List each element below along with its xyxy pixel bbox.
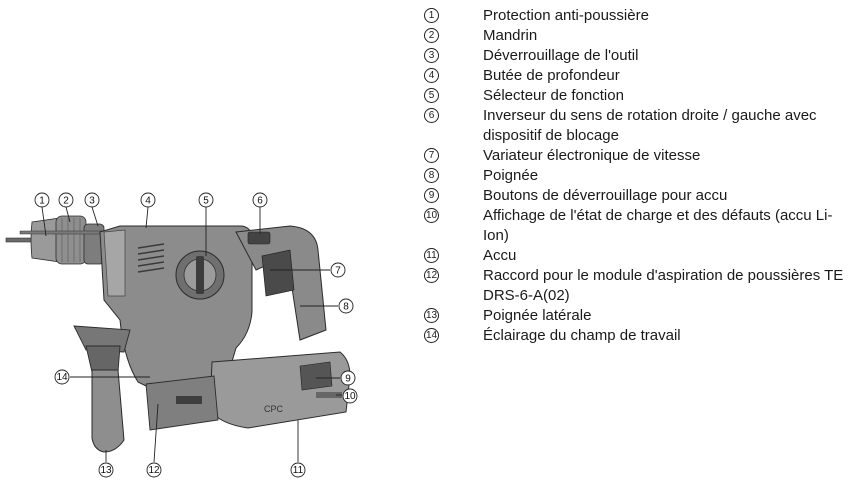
legend-label-13: Poignée latérale	[483, 307, 592, 324]
legend-number-2: 2	[424, 28, 439, 43]
legend-item: 10 Affichage de l'état de charge et des …	[424, 206, 854, 246]
legend-label-5: Sélecteur de fonction	[483, 87, 624, 104]
legend-item: 11 Accu	[424, 246, 854, 266]
callout-5: 5	[203, 196, 209, 207]
legend-number-10: 10	[424, 208, 439, 223]
legend-item: 7 Variateur électronique de vitesse	[424, 146, 854, 166]
legend-number-7: 7	[424, 148, 439, 163]
side-handle	[73, 325, 131, 453]
callout-10: 10	[344, 391, 356, 402]
callout-14: 14	[56, 372, 68, 383]
rotary-hammer-illustration: CPC 1 2 3 4 5 6	[5, 192, 358, 478]
legend-label-14: Éclairage du champ de travail	[483, 327, 681, 344]
callout-8: 8	[343, 302, 349, 313]
callout-3: 3	[89, 196, 95, 207]
legend-item: 12 Raccord pour le module d'aspiration d…	[424, 266, 854, 306]
legend-label-4: Butée de profondeur	[483, 67, 620, 84]
legend-label-7: Variateur électronique de vitesse	[483, 147, 701, 164]
legend-number-12: 12	[424, 268, 439, 283]
legend-label-3: Déverrouillage de l'outil	[483, 47, 639, 64]
legend-number-9: 9	[424, 188, 439, 203]
callout-4: 4	[145, 196, 151, 207]
legend-number-4: 4	[424, 68, 439, 83]
legend-label-12: Raccord pour le module d'aspiration de p…	[483, 267, 844, 304]
legend-number-5: 5	[424, 88, 439, 103]
callout-13: 13	[100, 465, 112, 476]
legend-number-3: 3	[424, 48, 439, 63]
legend-item: 14 Éclairage du champ de travail	[424, 326, 854, 346]
chuck	[30, 215, 105, 265]
legend-item: 3 Déverrouillage de l'outil	[424, 46, 854, 66]
legend-number-11: 11	[424, 248, 439, 263]
legend-item: 4 Butée de profondeur	[424, 66, 854, 86]
legend-item: 2 Mandrin	[424, 26, 854, 46]
legend-number-1: 1	[424, 8, 439, 23]
legend-label-1: Protection anti-poussière	[483, 7, 649, 24]
legend-item: 13 Poignée latérale	[424, 306, 854, 326]
legend-item: 9 Boutons de déverrouillage pour accu	[424, 186, 854, 206]
callout-1: 1	[39, 196, 45, 207]
legend-item: 6 Inverseur du sens de rotation droite /…	[424, 106, 854, 146]
callout-6: 6	[257, 196, 263, 207]
legend-label-8: Poignée	[483, 167, 539, 184]
legend-number-6: 6	[424, 108, 439, 123]
legend-item: 5 Sélecteur de fonction	[424, 86, 854, 106]
battery-brand-text: CPC	[264, 404, 284, 414]
handle	[235, 225, 327, 341]
legend-number-14: 14	[424, 328, 439, 343]
callout-12: 12	[148, 465, 160, 476]
motor-housing	[99, 225, 253, 393]
legend-list: 1 Protection anti-poussière 2 Mandrin 3 …	[424, 6, 854, 346]
legend-item: 8 Poignée	[424, 166, 854, 186]
legend-number-13: 13	[424, 308, 439, 323]
legend-number-8: 8	[424, 168, 439, 183]
callout-2: 2	[63, 196, 69, 207]
callout-9: 9	[345, 374, 351, 385]
legend-item: 1 Protection anti-poussière	[424, 6, 854, 26]
legend-label-11: Accu	[483, 247, 517, 264]
legend-label-2: Mandrin	[483, 27, 538, 44]
battery: CPC	[209, 351, 351, 429]
legend-label-10: Affichage de l'état de charge et des déf…	[483, 207, 833, 244]
legend-label-9: Boutons de déverrouillage pour accu	[483, 187, 728, 204]
legend-label-6: Inverseur du sens de rotation droite / g…	[483, 107, 817, 144]
callout-11: 11	[293, 465, 304, 476]
callout-7: 7	[335, 266, 341, 277]
